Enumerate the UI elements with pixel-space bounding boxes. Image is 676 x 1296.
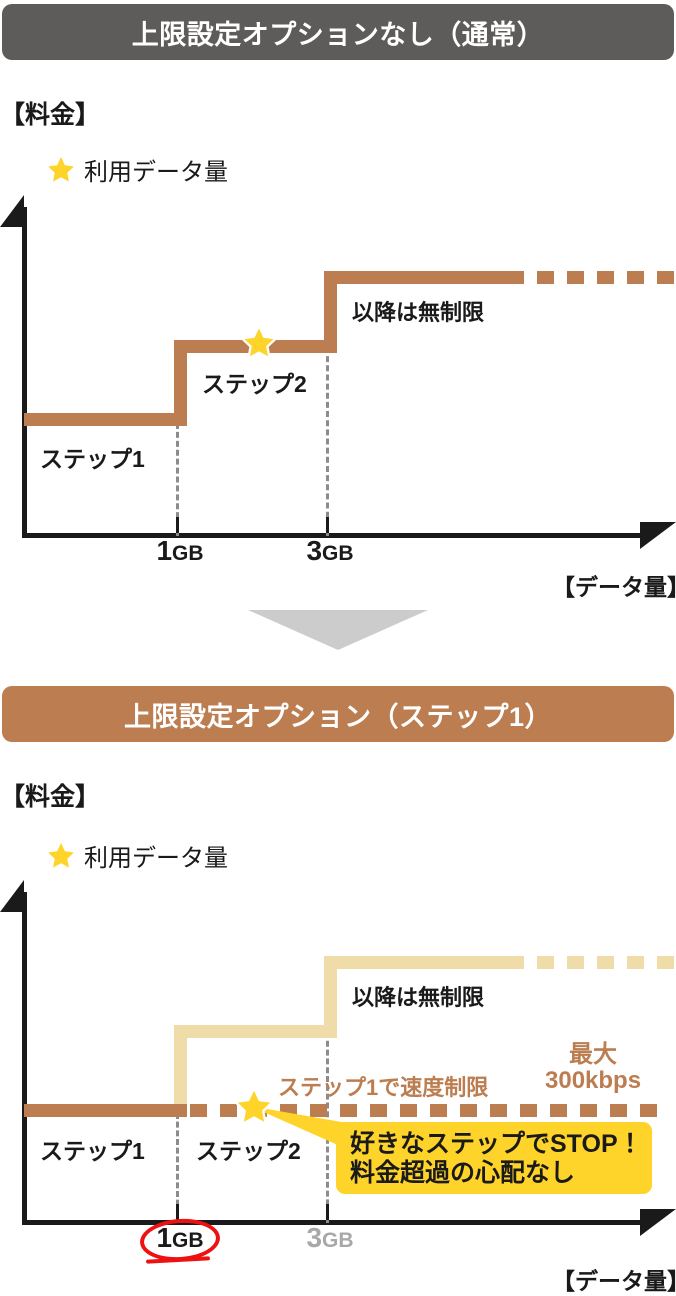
panel1-y-axis [22,207,27,538]
star-icon [46,841,76,871]
panel2-tick-1gb [176,1204,179,1220]
panel2-pale-step3-line [324,956,524,969]
panel2-gridline-1gb [176,1113,179,1223]
panel2-max-speed-line2: 300kbps [545,1066,642,1094]
panel1-legend: 利用データ量 [46,152,228,187]
panel2-header: 上限設定オプション（ステップ1） [2,686,674,742]
panel1-unlimited-note: 以降は無制限 [352,300,485,325]
panel2-step1-label: ステップ1 [40,1138,145,1164]
panel2-callout-line1: 好きなステップでSTOP！ [350,1130,643,1158]
transition-down-arrow-icon [248,610,428,650]
panel2-legend-label: 利用データ量 [84,845,228,872]
panel1-chart: ステップ1 ステップ2 以降は無制限 1GB 3GB [0,195,676,595]
panel1-x-axis-arrow-icon [640,522,676,549]
panel1-riser-1to2 [174,340,187,426]
panel2-x-axis-title: 【データ量】 [552,1268,676,1294]
panel2-tick-3gb [326,1204,329,1220]
panel1-tick-3gb [326,517,329,533]
panel1-riser-2to3 [324,271,337,353]
panel2-x-axis [22,1220,652,1225]
panel2-max-speed-line1: 最大 [569,1041,618,1068]
panel1-x-axis [22,533,652,538]
panel2-step2-label: ステップ2 [196,1138,301,1164]
panel2-pale-riser-2to3 [324,956,337,1038]
panel1-legend-label: 利用データ量 [84,159,228,186]
panel1-step1-line [24,413,187,426]
panel2-callout-line2: 料金超過の心配なし [350,1159,576,1187]
panel2-y-axis-title: 【料金】 [0,783,101,811]
panel1-header-text: 上限設定オプションなし（通常） [131,19,545,50]
panel2-y-axis [22,892,27,1225]
panel1-usage-star-icon [239,323,279,368]
panel2-callout: 好きなステップでSTOP！ 料金超過の心配なし [336,1122,652,1194]
panel2-tick-label-1gb: 1GB [156,1222,204,1253]
panel1-y-axis-arrow-icon [0,195,24,227]
panel2-pale-riser-1to2 [174,1025,187,1115]
star-icon [46,155,76,185]
panel1-tick-label-1gb: 1GB [156,535,204,566]
panel2-max-speed: 最大 300kbps [545,1042,641,1094]
panel1-tick-1gb [176,517,179,533]
panel1-gridline-3gb [326,347,329,536]
panel2-pale-step2-line [174,1025,337,1038]
panel2-tick-label-3gb: 3GB [306,1222,354,1253]
panel1-step3-line [324,271,524,284]
panel1-y-axis-title: 【料金】 [0,101,101,129]
panel2-x-axis-arrow-icon [640,1209,676,1236]
panel2-usage-star-icon [232,1085,276,1134]
panel1-header: 上限設定オプションなし（通常） [2,4,674,60]
panel2-throttle-note: ステップ1で速度制限 [278,1075,489,1100]
panel1-step1-label: ステップ1 [40,446,145,472]
panel1-tick-label-3gb: 3GB [306,535,354,566]
panel1-gridline-1gb [176,423,179,536]
panel2-y-axis-arrow-icon [0,880,24,912]
panel1-x-axis-title: 【データ量】 [552,574,676,600]
panel2-unlimited-note: 以降は無制限 [352,985,485,1010]
panel2-pale-unlimited-dashes [537,956,674,969]
panel2-step1-line [24,1104,187,1117]
panel1-step2-label: ステップ2 [202,371,307,397]
panel2-header-text: 上限設定オプション（ステップ1） [123,701,552,732]
panel2-chart: ステップ1 ステップ2 以降は無制限 ステップ1で速度制限 最大 300kbps… [0,880,676,1292]
panel2-legend: 利用データ量 [46,838,228,873]
panel1-unlimited-dashes [537,271,674,284]
